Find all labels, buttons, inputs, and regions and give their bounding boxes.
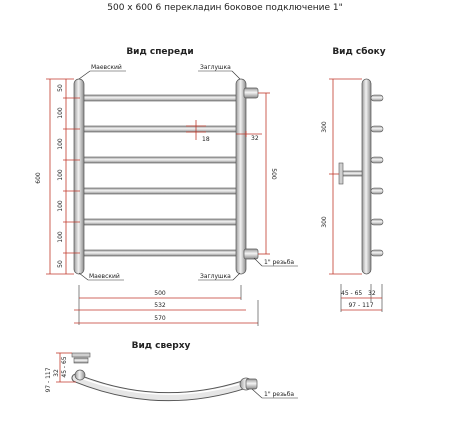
top-wall-bracket [73,357,89,364]
rung [79,249,241,257]
side-vertical-pipe [361,78,372,275]
rung-end [370,125,384,133]
rung-end [370,94,384,102]
dim-100: 100 [57,107,64,119]
side-view-title: Вид сбоку [332,46,385,57]
plug-bottom-label: Заглушка [200,273,231,280]
page-title: 500 x 600 6 перекладин боковое подключен… [107,3,342,13]
right-vertical-pipe [235,78,247,275]
mayevsky-bottom-label: Маевский [89,273,120,280]
dim-32: 32 [251,135,259,142]
top-curved-pipe [72,374,250,401]
front-view: Маевский Заглушка Маевский Заглушка 1" р… [35,64,298,326]
plug-top-label: Заглушка [200,64,231,71]
top-wall-plate [71,352,91,358]
wall-bracket [341,170,363,177]
dim-height-600: 600 [35,172,42,184]
wall-plate [338,162,344,185]
rung-end [370,218,384,226]
dim-side-97-117: 97 - 117 [348,302,373,309]
rung-end [370,249,384,257]
rung [79,218,241,226]
rung [79,156,241,164]
front-view-title: Вид спереди [126,47,193,57]
dim-50-bottom: 50 [57,260,64,268]
rung [79,187,241,195]
left-vertical-pipe [73,78,85,275]
dim-top-32: 32 [53,369,60,377]
dim-100: 100 [57,138,64,150]
thread-front-label: 1" резьба [264,259,294,266]
dim-side-300-top: 300 [321,121,328,133]
thread-top-label: 1" резьба [264,391,294,398]
dim-50-top: 50 [57,84,64,92]
rung-end [370,187,384,195]
rung-end [370,156,384,164]
dim-width-532: 532 [154,302,166,309]
rungs [79,94,241,257]
dim-top-45-65: 45 - 65 [61,356,68,377]
dim-top-97-117: 97 - 117 [45,367,52,392]
dim-100: 100 [57,169,64,181]
mayevsky-top-label: Маевский [91,64,122,71]
dim-100: 100 [57,231,64,243]
rung [79,125,241,133]
dim-18: 18 [202,136,210,143]
top-left-end [74,369,86,381]
dim-connection-500: 500 [270,168,277,180]
dim-width-500: 500 [154,290,166,297]
dim-side-45-65: 45 - 65 [341,290,362,297]
bottom-connection [243,248,259,260]
top-pipe-highlight [75,375,247,395]
top-view-title: Вид сверху [132,341,191,351]
top-connection [245,378,258,390]
dim-100: 100 [57,200,64,212]
dim-side-32: 32 [368,290,376,297]
side-view: 300 300 45 - 65 32 97 - 117 [321,78,384,312]
top-connection [243,87,259,99]
dim-side-300-bottom: 300 [321,216,328,228]
top-view: 97 - 117 32 45 - 65 1" резьба [45,352,298,402]
dim-width-570: 570 [154,315,166,322]
rung [79,94,241,102]
